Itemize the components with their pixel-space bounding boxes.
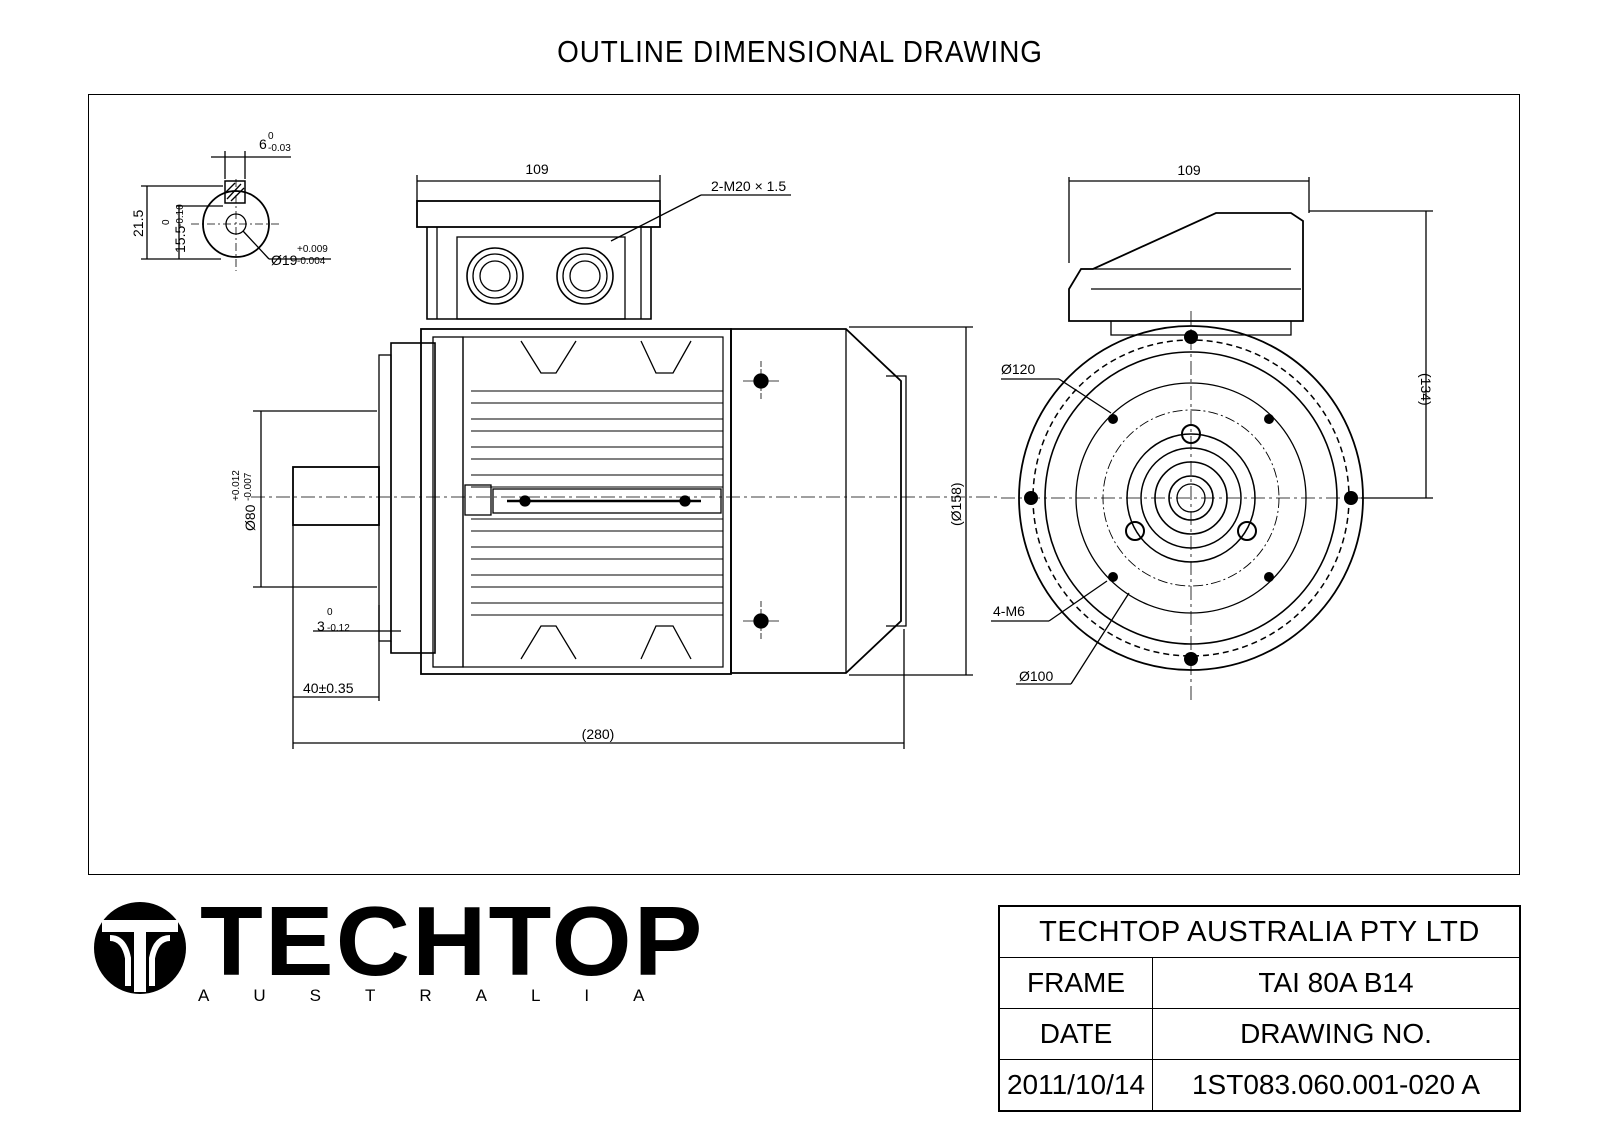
pcd-outer-label: Ø120 [1001, 361, 1035, 377]
drawing-no-label: DRAWING NO. [1152, 1008, 1521, 1060]
key-depth-label: 15.5 [172, 226, 188, 253]
outline-drawing [141, 151, 1433, 749]
key-width-label: 6 [259, 136, 267, 152]
key-depth-tol-lower: -0.10 [175, 204, 186, 227]
logo-subtitle: AUSTRALIA [198, 986, 689, 1005]
drawing-frame: 6 0 -0.03 21.5 15.5 0 -0.10 Ø19 +0.009 -… [88, 94, 1520, 875]
dimension-labels: 6 0 -0.03 21.5 15.5 0 -0.10 Ø19 +0.009 -… [130, 131, 1434, 742]
frame-value: TAI 80A B14 [1152, 957, 1521, 1009]
logo-wordmark: TECHTOP [200, 886, 705, 996]
logo-emblem-icon [94, 902, 186, 994]
key-depth-tol-upper: 0 [161, 219, 172, 225]
spigot-tol-upper: +0.012 [231, 470, 242, 501]
spigot-depth-label: 3 [317, 618, 325, 634]
shaft-dia-label: Ø19 [271, 252, 298, 268]
end-view [991, 177, 1433, 701]
shaft-dia-tol-lower: -0.004 [297, 256, 326, 267]
overall-length-label: (280) [582, 726, 615, 742]
key-width-tol-upper: 0 [268, 131, 274, 142]
cable-entry-label: 2-M20 × 1.5 [711, 178, 786, 194]
centre-height-label: (134) [1418, 373, 1434, 406]
frame-label: FRAME [998, 957, 1153, 1009]
end-terminal-box-width-label: 109 [1177, 162, 1201, 178]
techtop-logo: TECHTOP AUSTRALIA [90, 892, 702, 1008]
date-value: 2011/10/14 [998, 1059, 1153, 1112]
spigot-tol-lower: -0.007 [243, 472, 254, 501]
page-title: OUTLINE DIMENSIONAL DRAWING [557, 34, 1043, 69]
shaft-dia-tol-upper: +0.009 [297, 244, 328, 255]
tapped-holes-label: 4-M6 [993, 603, 1025, 619]
spigot-depth-tol-upper: 0 [327, 607, 333, 618]
side-view [251, 175, 1001, 749]
shaft-keyway-detail [141, 151, 331, 271]
body-dia-label: (Ø158) [948, 482, 964, 526]
drawing-no-value: 1ST083.060.001-020 A [1152, 1059, 1521, 1112]
terminal-box-width-label: 109 [525, 161, 549, 177]
shaft-length-label: 40±0.35 [303, 680, 354, 696]
spigot-depth-tol-lower: -0.12 [327, 623, 350, 634]
key-width-tol-lower: -0.03 [268, 143, 291, 154]
company-name: TECHTOP AUSTRALIA PTY LTD [998, 905, 1521, 958]
spigot-dia-label: Ø80 [242, 504, 258, 531]
title-block: TECHTOP AUSTRALIA PTY LTD FRAME TAI 80A … [998, 905, 1521, 1112]
date-label: DATE [998, 1008, 1153, 1060]
shaft-height-label: 21.5 [130, 210, 146, 237]
pcd-inner-label: Ø100 [1019, 668, 1053, 684]
